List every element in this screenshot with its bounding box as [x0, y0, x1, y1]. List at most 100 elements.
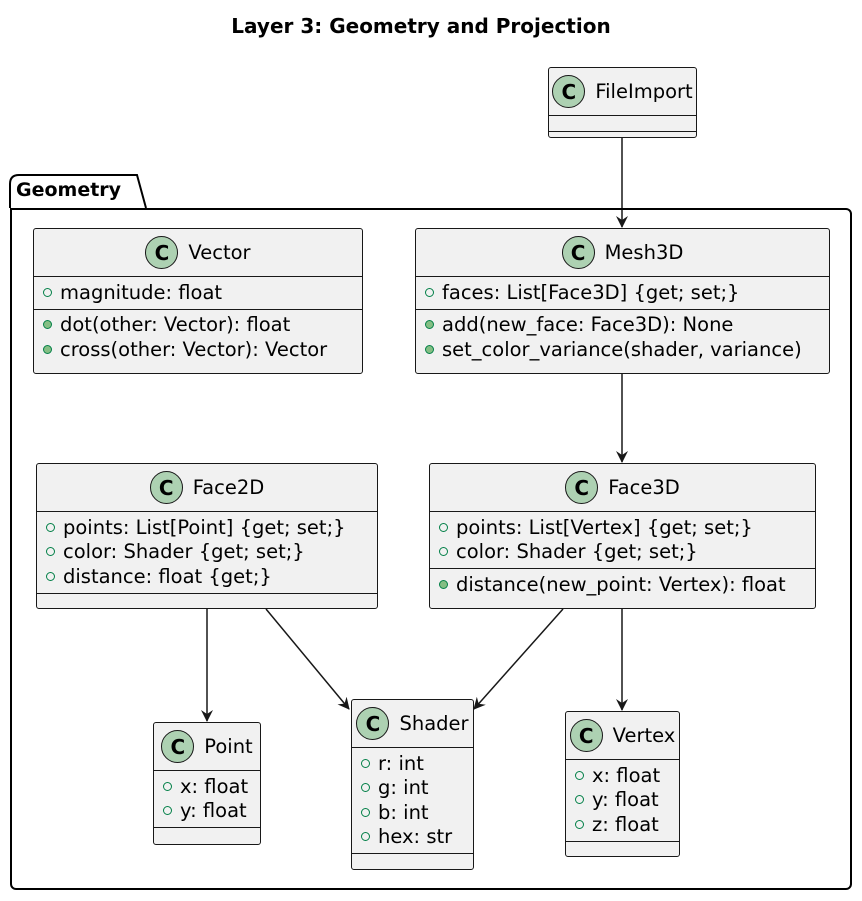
class-face3d[interactable]: C Face3D points: List[Vertex] {get; set;}c… — [429, 463, 816, 609]
attribute-row: y: float — [154, 799, 260, 824]
attribute-text: hex: str — [378, 825, 453, 849]
attribute-row: faces: List[Face3D] {get; set;} — [416, 280, 829, 305]
attribute-text: points: List[Vertex] {get; set;} — [456, 515, 753, 539]
class-badge-icon: C — [161, 730, 195, 763]
attribute-row: magnitude: float — [34, 280, 362, 305]
attribute-row: distance: float {get;} — [37, 564, 377, 589]
attribute-text: points: List[Point] {get; set;} — [63, 515, 346, 539]
class-header: C Face3D — [430, 464, 815, 512]
class-badge-icon: C — [565, 471, 599, 504]
class-name: Mesh3D — [604, 241, 684, 264]
attribute-row: y: float — [566, 788, 679, 813]
attribute-text: faces: List[Face3D] {get; set;} — [442, 280, 740, 304]
method-section — [352, 854, 473, 869]
method-section — [566, 842, 679, 857]
class-badge-icon: C — [356, 707, 390, 740]
method-text: add(new_face: Face3D): None — [442, 313, 734, 337]
package-tab-outline — [9, 174, 147, 209]
attribute-section: magnitude: float — [34, 277, 362, 310]
diagram-title: Layer 3: Geometry and Projection — [231, 14, 611, 38]
class-header: C Vector — [34, 229, 362, 277]
method-text: set_color_variance(shader, variance) — [442, 337, 802, 361]
public-visibility-icon — [43, 287, 52, 297]
attribute-text: y: float — [592, 788, 659, 812]
public-visibility-icon — [46, 522, 55, 532]
public-visibility-icon — [46, 547, 55, 557]
attribute-text: x: float — [592, 763, 661, 787]
method-row: distance(new_point: Vertex): float — [430, 572, 815, 597]
method-text: distance(new_point: Vertex): float — [456, 572, 786, 596]
class-header: C Point — [154, 723, 260, 771]
public-visibility-icon — [163, 781, 172, 791]
public-visibility-icon — [575, 819, 584, 829]
attribute-text: color: Shader {get; set;} — [63, 540, 305, 564]
attribute-text: y: float — [180, 799, 247, 823]
public-visibility-icon — [425, 287, 434, 297]
class-name: Shader — [399, 712, 469, 735]
edge-face3d-shader — [473, 608, 564, 710]
method-section — [549, 132, 696, 147]
attribute-text: magnitude: float — [60, 280, 223, 304]
class-badge-icon: C — [569, 719, 603, 752]
method-row: cross(other: Vector): Vector — [34, 337, 362, 362]
public-visibility-icon — [439, 547, 448, 557]
attribute-row: points: List[Vertex] {get; set;} — [430, 515, 815, 540]
class-name: Vector — [188, 241, 251, 264]
class-name: FileImport — [595, 80, 693, 103]
method-row: add(new_face: Face3D): None — [416, 313, 829, 338]
attribute-row: g: int — [352, 776, 473, 801]
public-visibility-icon — [43, 344, 52, 354]
class-badge-icon: C — [145, 236, 179, 269]
attribute-section: points: List[Vertex] {get; set;}color: S… — [430, 512, 815, 569]
class-name: Point — [204, 735, 253, 758]
public-visibility-icon — [46, 571, 55, 581]
class-name: Vertex — [612, 724, 676, 747]
public-visibility-icon — [361, 807, 370, 817]
class-vector[interactable]: C Vector magnitude: float dot(other: Vector… — [33, 228, 363, 374]
package-label: Geometry — [16, 179, 122, 201]
attribute-section: faces: List[Face3D] {get; set;} — [416, 277, 829, 310]
class-header: C Vertex — [566, 712, 679, 760]
method-row: set_color_variance(shader, variance) — [416, 337, 829, 362]
public-visibility-icon — [163, 806, 172, 816]
class-name: Face3D — [608, 476, 680, 499]
attribute-text: r: int — [378, 751, 424, 775]
attribute-row: r: int — [352, 751, 473, 776]
attribute-section: points: List[Point] {get; set;}color: Sh… — [37, 512, 377, 594]
attribute-row: x: float — [566, 763, 679, 788]
method-row: dot(other: Vector): float — [34, 313, 362, 338]
attribute-text: b: int — [378, 800, 429, 824]
public-visibility-icon — [361, 783, 370, 793]
edge-face2d-shader — [265, 608, 350, 710]
public-visibility-icon — [425, 320, 434, 330]
method-section — [37, 594, 377, 609]
method-text: dot(other: Vector): float — [60, 313, 291, 337]
attribute-row: color: Shader {get; set;} — [430, 540, 815, 565]
attribute-row: x: float — [154, 774, 260, 799]
public-visibility-icon — [575, 770, 584, 780]
attribute-text: distance: float {get;} — [63, 564, 272, 588]
attribute-row: z: float — [566, 812, 679, 837]
public-visibility-icon — [361, 758, 370, 768]
class-badge-icon: C — [552, 75, 586, 108]
class-badge-icon: C — [149, 471, 183, 504]
public-visibility-icon — [575, 795, 584, 805]
class-fileimport[interactable]: C FileImport — [548, 67, 697, 138]
public-visibility-icon — [439, 579, 448, 589]
class-header: C Shader — [352, 700, 473, 748]
public-visibility-icon — [439, 522, 448, 532]
attribute-text: color: Shader {get; set;} — [456, 540, 698, 564]
attribute-text: x: float — [180, 774, 249, 798]
attribute-row: b: int — [352, 800, 473, 825]
